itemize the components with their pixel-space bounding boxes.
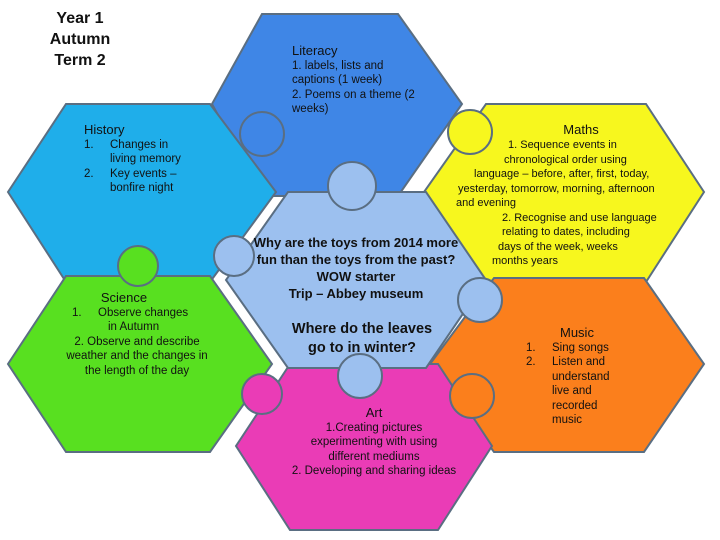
center-line: fun than the toys from the past? — [256, 252, 456, 267]
center-line: Why are the toys from 2014 more — [253, 235, 459, 250]
maths-line: relating to dates, including — [502, 226, 630, 238]
music-item-number: 1. — [526, 342, 536, 354]
history-item-number: 2. — [84, 167, 94, 180]
maths-line: days of the week, weeks — [498, 240, 618, 253]
knob-center-bottom — [337, 353, 383, 399]
maths-line: yesterday, tomorrow, morning, afternoon — [458, 182, 655, 195]
music-text: Music 1. Sing songs 2. Listen and understa… — [526, 325, 656, 427]
literacy-text: Literacy 1. labels, lists and captions (… — [292, 43, 442, 117]
maths-line: 2. Recognise and use language — [502, 211, 657, 224]
knob-music-art — [449, 373, 495, 419]
literacy-line: weeks) — [292, 103, 329, 116]
knob-center-right — [457, 277, 503, 323]
art-heading: Art — [365, 405, 383, 420]
center-piece — [224, 191, 488, 369]
science-piece — [6, 275, 274, 453]
history-item-line: Changes in — [110, 139, 169, 151]
science-line: weather and the changes in — [66, 350, 208, 363]
title-line-1: Year 1 — [56, 10, 104, 27]
knob-center-left — [213, 235, 255, 277]
literacy-line: 2. Poems on a theme (2 — [292, 88, 415, 101]
music-heading: Music — [560, 325, 594, 340]
art-text: Art 1.Creating pictures experimenting wi… — [264, 405, 484, 479]
music-item: 2. Listen and understand live and recorde… — [526, 355, 656, 427]
knob-maths-literacy — [447, 109, 493, 155]
history-item-line: Key events – — [110, 167, 177, 180]
history-item: 2. Key events – bonfire night — [84, 167, 214, 196]
art-line: different mediums — [328, 450, 420, 463]
center-question: Where do the leaves go to in winter? — [236, 320, 488, 358]
knob-art-science — [241, 373, 283, 415]
maths-line: and evening — [456, 197, 516, 209]
literacy-line: captions (1 week) — [292, 74, 383, 87]
history-item: 1. Changes in living memory — [84, 138, 214, 167]
science-item-line: Observe changes — [98, 307, 189, 319]
history-item-number: 1. — [84, 139, 94, 151]
music-item-line: live and — [552, 385, 592, 398]
literacy-line: 1. labels, lists and — [292, 60, 384, 72]
history-item-line: living memory — [110, 153, 181, 166]
literacy-heading: Literacy — [292, 43, 338, 58]
knob-literacy-history — [239, 111, 285, 157]
maths-text: Maths 1. Sequence events in chronologica… — [456, 122, 700, 269]
page-title: Year 1 Autumn Term 2 — [28, 8, 132, 71]
science-line: the length of the day — [84, 364, 190, 377]
history-text: History 1. Changes in living memory 2. Key… — [84, 122, 214, 196]
science-item-line: in Autumn — [108, 321, 160, 334]
center-line: Trip – Abbey museum — [288, 286, 424, 301]
center-line: WOW starter — [316, 269, 396, 284]
title-line-3: Term 2 — [54, 52, 106, 69]
knob-center-top — [327, 161, 377, 211]
art-line: experimenting with using — [310, 436, 438, 449]
science-item: 1. Observe changes — [52, 306, 222, 320]
art-piece — [234, 363, 494, 531]
science-text: Science 1. Observe changes in Autumn 2. O… — [52, 290, 222, 378]
center-question-line: Where do the leaves — [291, 321, 433, 337]
maths-heading: Maths — [563, 122, 599, 137]
art-line: 2. Developing and sharing ideas — [291, 465, 457, 478]
maths-line: language – before, after, first, today, — [474, 168, 650, 180]
science-line: 2. Observe and describe — [74, 335, 200, 348]
science-item-number: 1. — [72, 307, 82, 319]
music-item-line: Sing songs — [552, 342, 609, 354]
music-item-number: 2. — [526, 356, 536, 369]
center-text: Why are the toys from 2014 more fun than… — [236, 234, 476, 302]
history-heading: History — [84, 122, 125, 137]
center-question-line: go to in winter? — [308, 340, 416, 356]
music-item-line: recorded — [552, 399, 598, 412]
maths-line: months years — [492, 255, 559, 267]
maths-line: chronological order using — [504, 153, 627, 166]
music-item: 1. Sing songs — [526, 341, 656, 355]
music-item-line: understand — [552, 370, 610, 383]
art-line: 1.Creating pictures — [325, 422, 423, 434]
knob-science-top — [117, 245, 159, 287]
music-item-line: Listen and — [552, 356, 606, 369]
science-heading: Science — [100, 290, 148, 305]
history-item-line: bonfire night — [110, 182, 174, 195]
maths-line: 1. Sequence events in — [508, 139, 617, 151]
title-line-2: Autumn — [49, 31, 111, 48]
music-item-line: music — [552, 414, 583, 427]
